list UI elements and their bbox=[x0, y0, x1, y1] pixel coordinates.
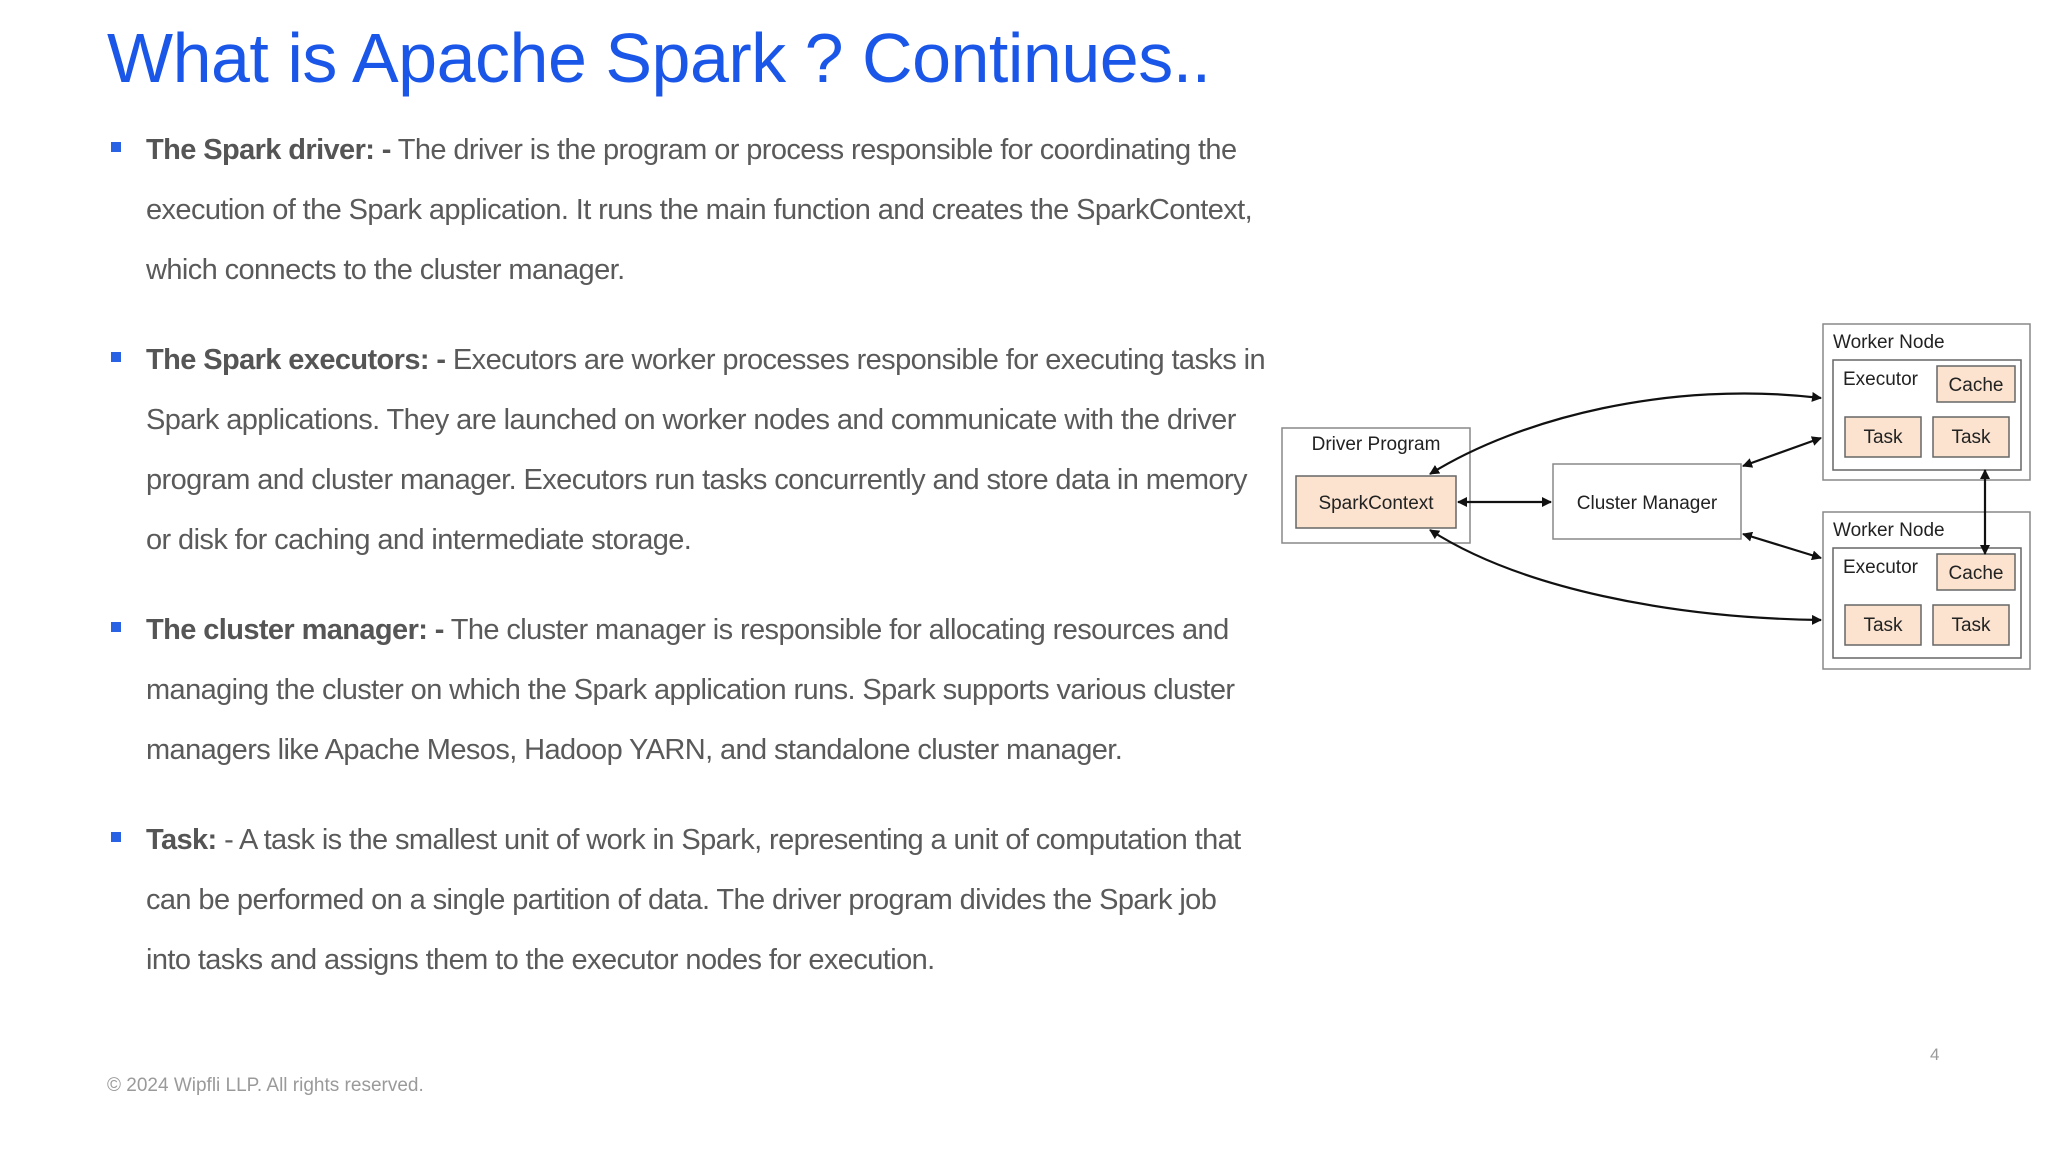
bullet-text: Executors are worker processes responsib… bbox=[146, 344, 1266, 556]
task-box bbox=[1932, 604, 2010, 646]
driver-program-box: Driver Program SparkContext bbox=[1281, 427, 1471, 544]
task-box bbox=[1844, 416, 1922, 458]
task-label: Task bbox=[1951, 427, 1991, 448]
task-box bbox=[1844, 604, 1922, 646]
page-number: 4 bbox=[1930, 1045, 1940, 1064]
task-label: Task bbox=[1863, 615, 1903, 636]
worker-node-box: Worker Node Executor Cache Task Task bbox=[1822, 323, 2031, 481]
bullet-item-cluster-manager: The cluster manager: - The cluster manag… bbox=[108, 600, 1268, 810]
spark-context-box bbox=[1295, 475, 1457, 529]
worker-node-label: Worker Node bbox=[1833, 520, 1945, 541]
bullet-term: The Spark executors: - bbox=[146, 344, 446, 376]
worker-node-box: Worker Node Executor Cache Task Task bbox=[1822, 511, 2031, 670]
cache-box bbox=[1936, 365, 2016, 403]
cache-box bbox=[1936, 553, 2016, 591]
bullet-item-task: Task: - A task is the smallest unit of w… bbox=[108, 810, 1268, 990]
executor-label: Executor bbox=[1843, 557, 1919, 578]
driver-program-label: Driver Program bbox=[1312, 434, 1441, 455]
task-label: Task bbox=[1951, 615, 1991, 636]
bullet-text: - A task is the smallest unit of work in… bbox=[146, 824, 1241, 976]
bullet-square-icon bbox=[111, 352, 121, 362]
driver-to-worker1-arrow bbox=[1429, 391, 1822, 475]
executor-label: Executor bbox=[1843, 369, 1919, 390]
bullet-item-spark-executors: The Spark executors: - Executors are wor… bbox=[108, 330, 1268, 600]
cache-label: Cache bbox=[1949, 375, 2004, 396]
bullet-square-icon bbox=[111, 142, 121, 152]
spark-architecture-diagram: Driver Program SparkContext Cluster Mana… bbox=[1281, 323, 2031, 670]
cluster-manager-box: Cluster Manager bbox=[1552, 463, 1742, 540]
worker-node-label: Worker Node bbox=[1833, 332, 1945, 353]
task-label: Task bbox=[1863, 427, 1903, 448]
cluster-to-worker2-arrow bbox=[1742, 531, 1822, 561]
bullet-text: The driver is the program or process res… bbox=[146, 134, 1253, 286]
bullet-term: Task: bbox=[146, 824, 217, 856]
cluster-to-worker1-arrow bbox=[1742, 436, 1822, 468]
cluster-manager-label: Cluster Manager bbox=[1577, 493, 1718, 514]
bullet-item-spark-driver: The Spark driver: - The driver is the pr… bbox=[108, 120, 1268, 330]
task-box bbox=[1932, 416, 2010, 458]
bullet-term: The Spark driver: - bbox=[146, 134, 391, 166]
bullet-square-icon bbox=[111, 832, 121, 842]
slide-title: What is Apache Spark ? Continues.. bbox=[107, 19, 1211, 97]
bullet-list: The Spark driver: - The driver is the pr… bbox=[108, 120, 1268, 990]
driver-to-worker2-arrow bbox=[1429, 529, 1822, 625]
bullet-term: The cluster manager: - bbox=[146, 614, 444, 646]
bullet-text: The cluster manager is responsible for a… bbox=[146, 614, 1235, 766]
spark-context-label: SparkContext bbox=[1318, 493, 1434, 514]
bullet-square-icon bbox=[111, 622, 121, 632]
copyright-footer: © 2024 Wipfli LLP. All rights reserved. bbox=[107, 1075, 424, 1096]
cache-label: Cache bbox=[1949, 563, 2004, 584]
